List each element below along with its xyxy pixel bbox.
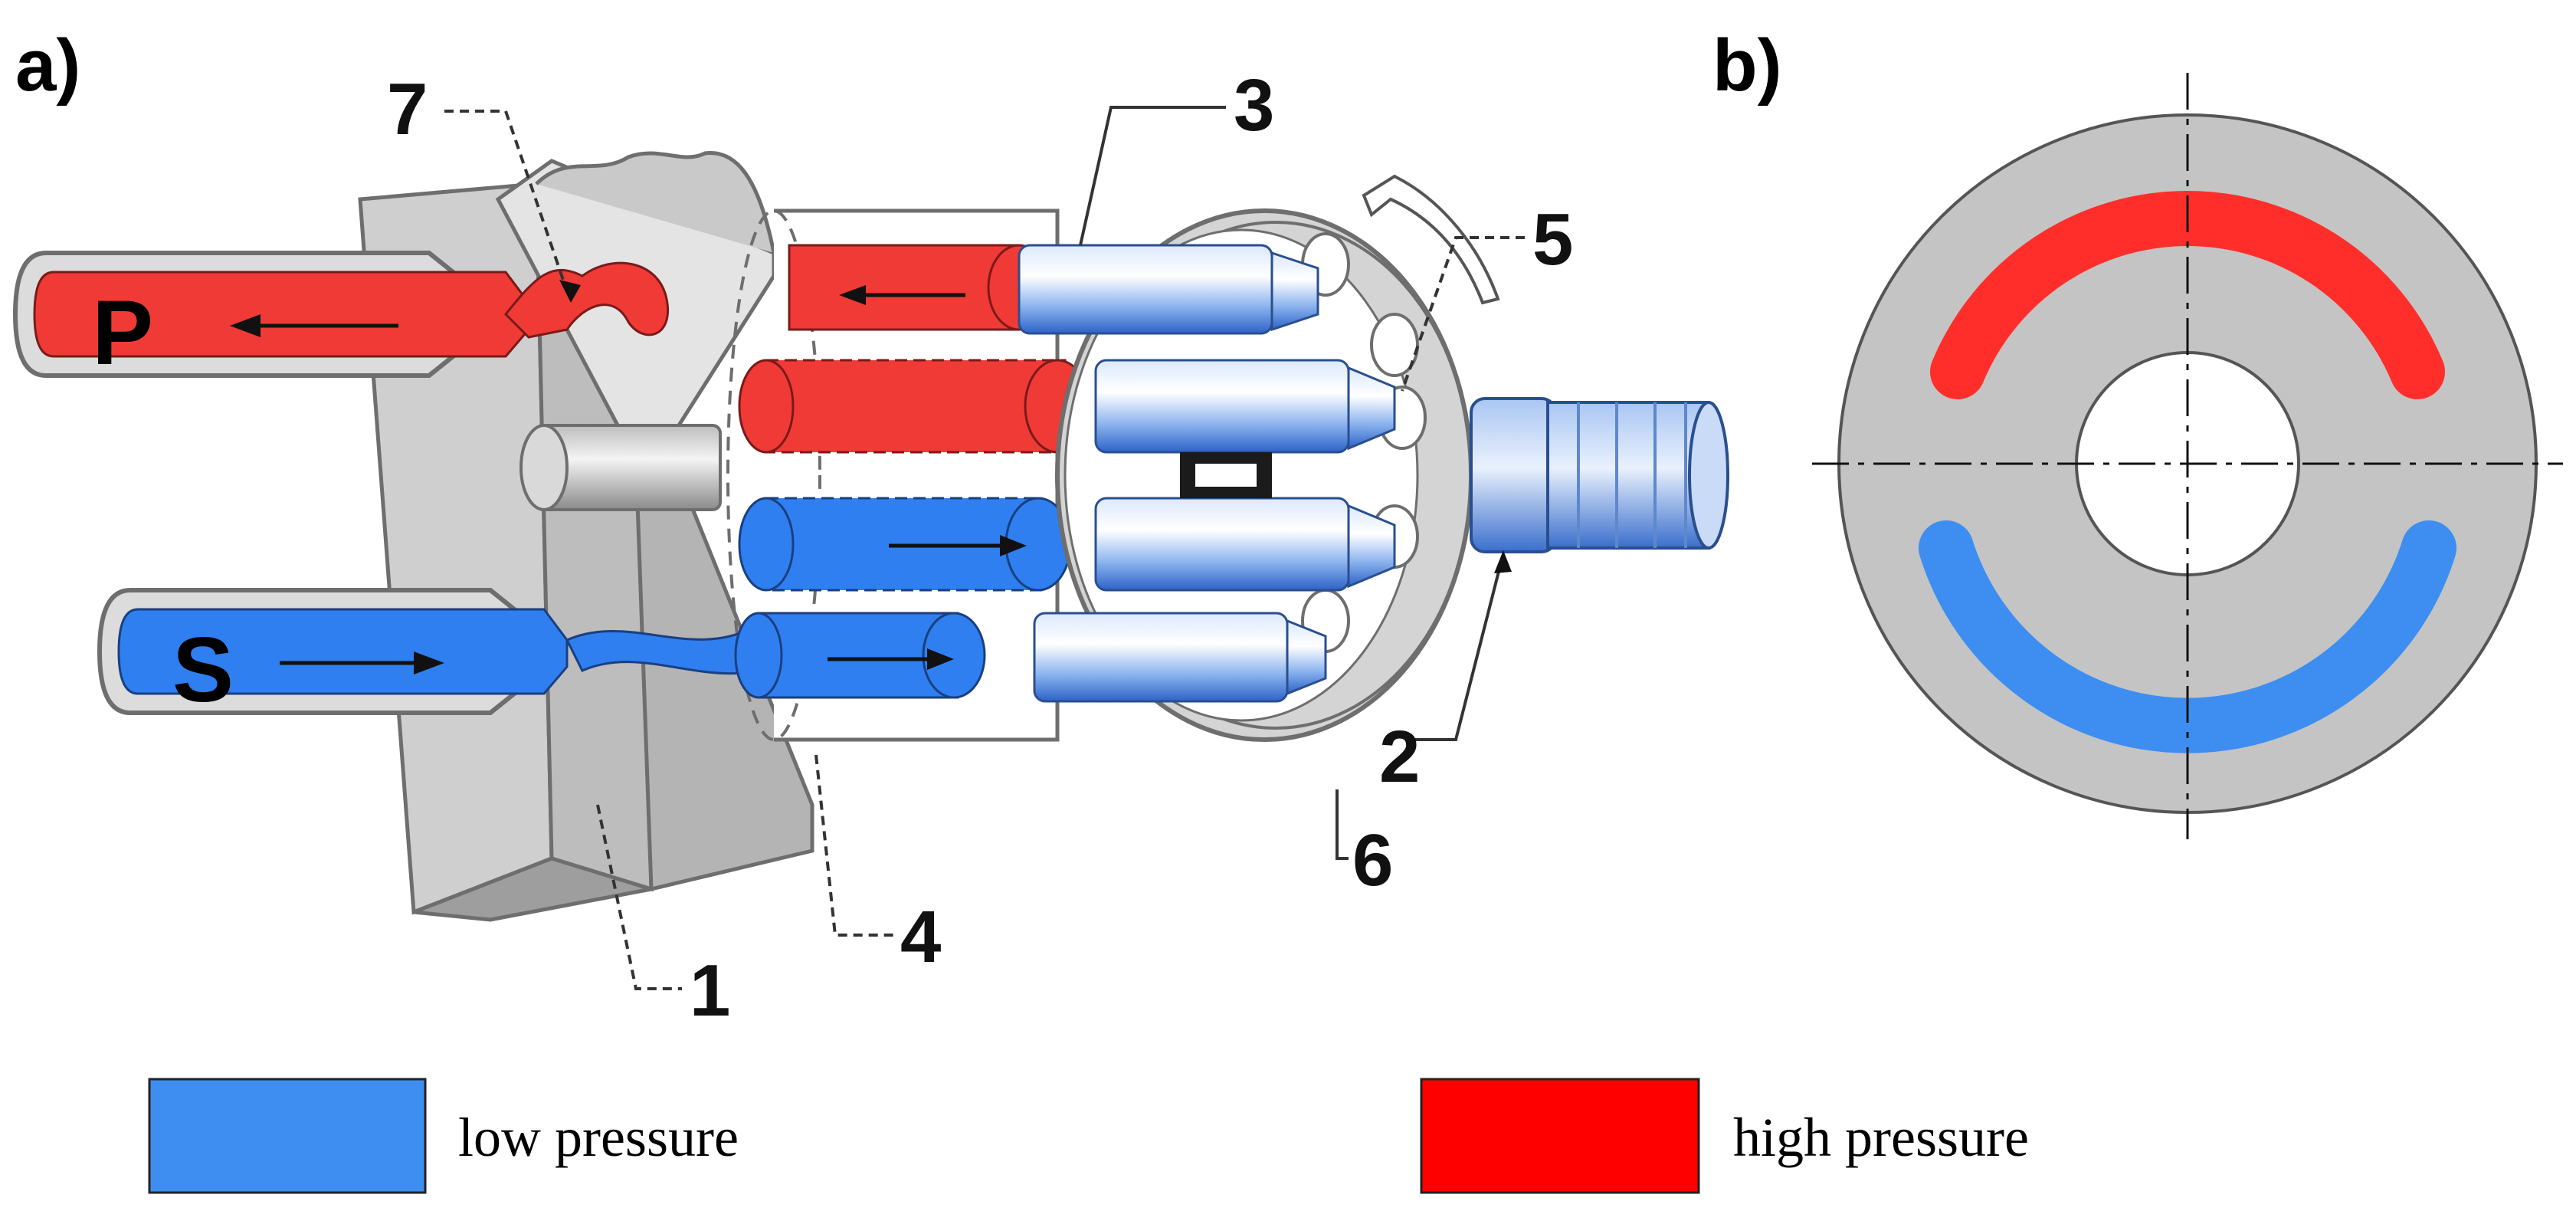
callout-6: 6: [1352, 819, 1393, 901]
legend-label-low: low pressure: [458, 1107, 739, 1168]
callout-4: 4: [900, 896, 941, 978]
panel-label-a: a): [15, 25, 80, 107]
callout-leaders: [444, 106, 1525, 990]
port-label-s: S: [172, 619, 234, 721]
panel-label-b: b): [1712, 25, 1782, 107]
pump-cutaway: P S: [12, 151, 1729, 922]
callout-3: 3: [1234, 64, 1274, 146]
legend: low pressure high pressure: [148, 1078, 2029, 1194]
drive-shaft: [1470, 397, 1729, 553]
pistons: [1018, 244, 1396, 703]
callout-7: 7: [387, 68, 428, 150]
rotation-arrow: [1362, 174, 1500, 305]
legend-label-high: high pressure: [1733, 1107, 2029, 1168]
low-pressure-kidney: [1919, 520, 2456, 753]
valve-plate-section: [1812, 73, 2563, 839]
callout-5: 5: [1532, 199, 1573, 281]
pressure-port: P: [12, 251, 669, 384]
port-label-p: P: [92, 281, 153, 384]
legend-swatch-high: [1420, 1078, 1700, 1194]
suction-port: S: [97, 588, 775, 721]
callout-1: 1: [690, 950, 730, 1032]
legend-swatch-low: [148, 1078, 427, 1194]
callout-2: 2: [1379, 716, 1420, 798]
